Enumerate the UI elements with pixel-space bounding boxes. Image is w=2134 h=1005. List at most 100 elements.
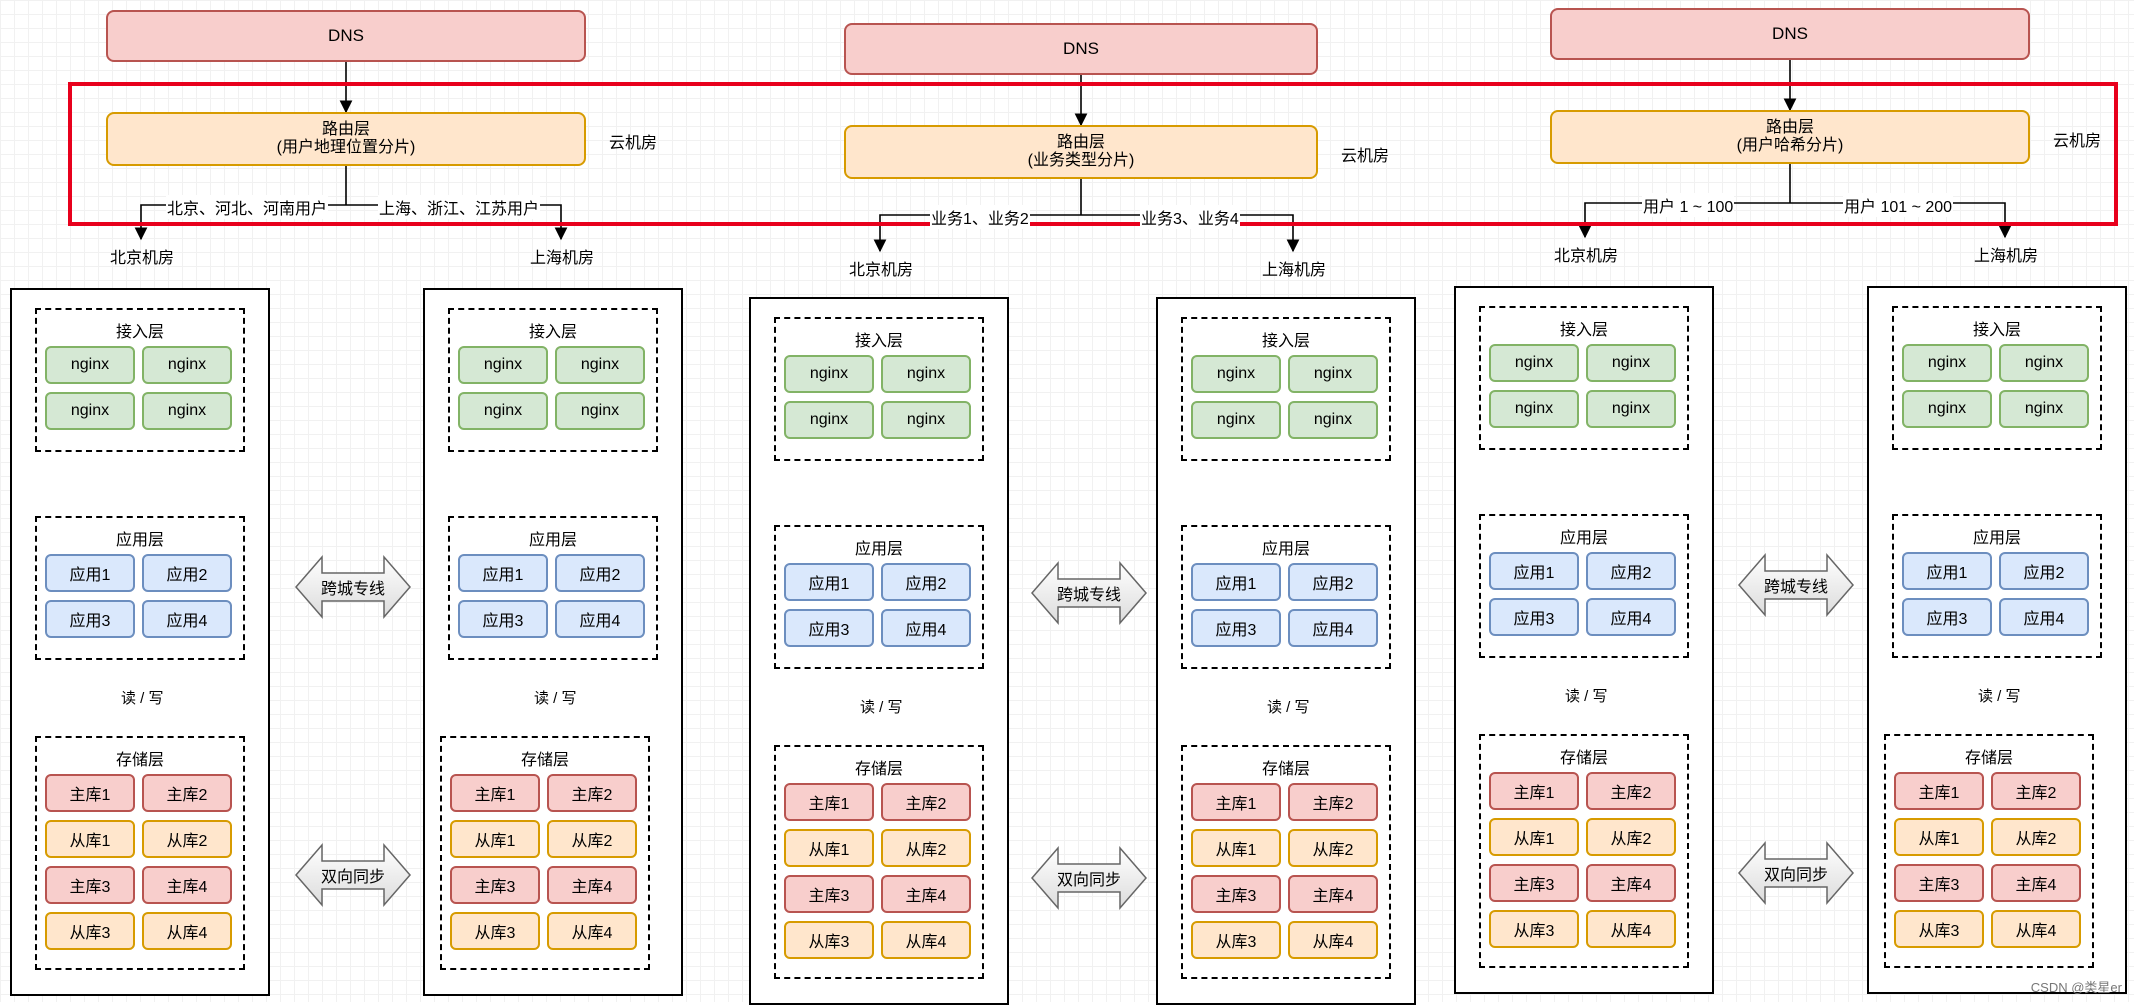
nginx-node[interactable]: nginx [1999, 390, 2089, 428]
nginx-node[interactable]: nginx [881, 401, 971, 439]
slave-db-node[interactable]: 从库1 [1894, 818, 1984, 856]
slave-db-node[interactable]: 从库3 [45, 912, 135, 950]
app-node[interactable]: 应用2 [1288, 563, 1378, 601]
nginx-node[interactable]: nginx [555, 346, 645, 384]
app-node[interactable]: 应用1 [45, 554, 135, 592]
master-db-node[interactable]: 主库2 [1288, 783, 1378, 821]
slave-db-node[interactable]: 从库1 [45, 820, 135, 858]
slave-db-node[interactable]: 从库4 [1288, 921, 1378, 959]
master-db-node[interactable]: 主库3 [1489, 864, 1579, 902]
master-db-node[interactable]: 主库1 [1191, 783, 1281, 821]
master-db-node[interactable]: 主库3 [784, 875, 874, 913]
app-node[interactable]: 应用2 [1586, 552, 1676, 590]
nginx-node[interactable]: nginx [45, 346, 135, 384]
slave-db-node[interactable]: 从库4 [142, 912, 232, 950]
app-node[interactable]: 应用1 [1902, 552, 1992, 590]
nginx-node[interactable]: nginx [1191, 355, 1281, 393]
app-node[interactable]: 应用4 [555, 600, 645, 638]
app-node[interactable]: 应用4 [1288, 609, 1378, 647]
nginx-node[interactable]: nginx [1191, 401, 1281, 439]
col2-dns-node[interactable]: DNS [1550, 8, 2030, 60]
master-db-node[interactable]: 主库1 [450, 774, 540, 812]
slave-db-node[interactable]: 从库2 [142, 820, 232, 858]
nginx-node[interactable]: nginx [1489, 390, 1579, 428]
app-node[interactable]: 应用1 [1191, 563, 1281, 601]
master-db-node[interactable]: 主库2 [142, 774, 232, 812]
nginx-node[interactable]: nginx [1902, 390, 1992, 428]
nginx-node[interactable]: nginx [555, 392, 645, 430]
nginx-node[interactable]: nginx [1288, 355, 1378, 393]
app-node[interactable]: 应用3 [1902, 598, 1992, 636]
nginx-node[interactable]: nginx [1586, 344, 1676, 382]
slave-db-node[interactable]: 从库3 [450, 912, 540, 950]
master-db-node[interactable]: 主库4 [1586, 864, 1676, 902]
nginx-node[interactable]: nginx [784, 401, 874, 439]
master-db-node[interactable]: 主库4 [1991, 864, 2081, 902]
nginx-node[interactable]: nginx [1902, 344, 1992, 382]
app-node[interactable]: 应用3 [784, 609, 874, 647]
nginx-node[interactable]: nginx [45, 392, 135, 430]
slave-db-node[interactable]: 从库4 [1991, 910, 2081, 948]
col1-dns-node[interactable]: DNS [844, 23, 1318, 75]
nginx-node[interactable]: nginx [142, 392, 232, 430]
col0-routing-layer[interactable]: 路由层(用户地理位置分片) [106, 112, 586, 166]
slave-db-node[interactable]: 从库3 [1894, 910, 1984, 948]
app-node[interactable]: 应用2 [555, 554, 645, 592]
app-node[interactable]: 应用2 [881, 563, 971, 601]
app-node[interactable]: 应用2 [142, 554, 232, 592]
nginx-node[interactable]: nginx [458, 392, 548, 430]
master-db-node[interactable]: 主库2 [1991, 772, 2081, 810]
nginx-node[interactable]: nginx [142, 346, 232, 384]
app-node[interactable]: 应用3 [45, 600, 135, 638]
nginx-node[interactable]: nginx [458, 346, 548, 384]
slave-db-node[interactable]: 从库2 [1288, 829, 1378, 867]
slave-db-node[interactable]: 从库3 [1489, 910, 1579, 948]
slave-db-node[interactable]: 从库1 [784, 829, 874, 867]
app-node[interactable]: 应用1 [784, 563, 874, 601]
master-db-node[interactable]: 主库2 [1586, 772, 1676, 810]
slave-db-node[interactable]: 从库4 [881, 921, 971, 959]
app-node[interactable]: 应用4 [1586, 598, 1676, 636]
master-db-node[interactable]: 主库4 [547, 866, 637, 904]
slave-db-node[interactable]: 从库2 [547, 820, 637, 858]
slave-db-node[interactable]: 从库2 [881, 829, 971, 867]
col0-dns-node[interactable]: DNS [106, 10, 586, 62]
col2-routing-layer[interactable]: 路由层(用户哈希分片) [1550, 110, 2030, 164]
app-node[interactable]: 应用3 [1489, 598, 1579, 636]
master-db-node[interactable]: 主库2 [547, 774, 637, 812]
nginx-node[interactable]: nginx [784, 355, 874, 393]
nginx-node[interactable]: nginx [1586, 390, 1676, 428]
app-node[interactable]: 应用4 [881, 609, 971, 647]
app-node[interactable]: 应用3 [458, 600, 548, 638]
nginx-node[interactable]: nginx [1489, 344, 1579, 382]
slave-db-node[interactable]: 从库1 [1489, 818, 1579, 856]
slave-db-node[interactable]: 从库4 [547, 912, 637, 950]
slave-db-node[interactable]: 从库4 [1586, 910, 1676, 948]
slave-db-node[interactable]: 从库3 [784, 921, 874, 959]
slave-db-node[interactable]: 从库2 [1586, 818, 1676, 856]
master-db-node[interactable]: 主库4 [881, 875, 971, 913]
slave-db-node[interactable]: 从库1 [1191, 829, 1281, 867]
master-db-node[interactable]: 主库1 [45, 774, 135, 812]
master-db-node[interactable]: 主库3 [1191, 875, 1281, 913]
master-db-node[interactable]: 主库3 [45, 866, 135, 904]
col1-routing-layer[interactable]: 路由层(业务类型分片) [844, 125, 1318, 179]
master-db-node[interactable]: 主库3 [1894, 864, 1984, 902]
master-db-node[interactable]: 主库2 [881, 783, 971, 821]
nginx-node[interactable]: nginx [1288, 401, 1378, 439]
app-node[interactable]: 应用2 [1999, 552, 2089, 590]
slave-db-node[interactable]: 从库1 [450, 820, 540, 858]
master-db-node[interactable]: 主库3 [450, 866, 540, 904]
master-db-node[interactable]: 主库4 [142, 866, 232, 904]
app-node[interactable]: 应用1 [1489, 552, 1579, 590]
master-db-node[interactable]: 主库1 [1489, 772, 1579, 810]
app-node[interactable]: 应用4 [1999, 598, 2089, 636]
master-db-node[interactable]: 主库4 [1288, 875, 1378, 913]
slave-db-node[interactable]: 从库3 [1191, 921, 1281, 959]
master-db-node[interactable]: 主库1 [1894, 772, 1984, 810]
app-node[interactable]: 应用4 [142, 600, 232, 638]
slave-db-node[interactable]: 从库2 [1991, 818, 2081, 856]
master-db-node[interactable]: 主库1 [784, 783, 874, 821]
nginx-node[interactable]: nginx [881, 355, 971, 393]
app-node[interactable]: 应用1 [458, 554, 548, 592]
